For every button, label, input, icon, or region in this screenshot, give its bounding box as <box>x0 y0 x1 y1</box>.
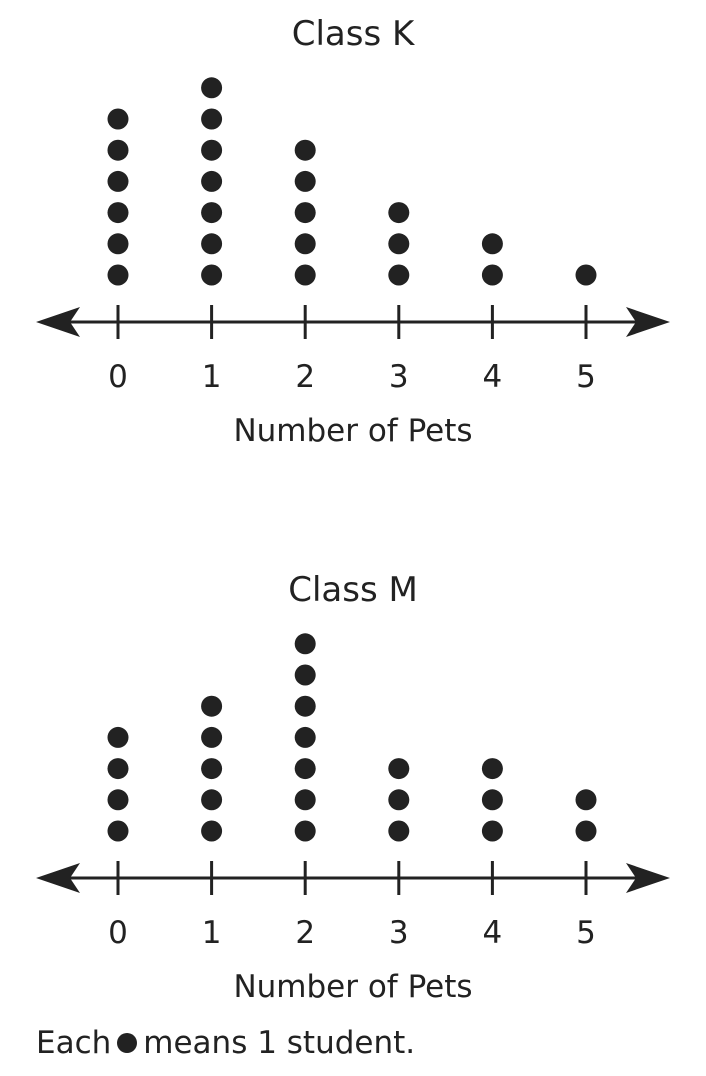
data-dot <box>201 726 223 748</box>
dot-plot-svg: 0 1 2 3 4 5 <box>36 77 670 395</box>
legend-note: Each means 1 student. <box>36 1024 415 1062</box>
data-dot <box>107 820 129 842</box>
data-dot <box>388 758 410 780</box>
tick-label: 0 <box>108 915 128 951</box>
data-dot <box>294 664 316 686</box>
tick-label: 3 <box>389 915 409 951</box>
left-arrow-icon <box>36 307 80 337</box>
data-dot <box>575 820 597 842</box>
data-dot <box>481 820 503 842</box>
data-dot <box>107 233 129 255</box>
data-dot <box>294 726 316 748</box>
tick-label: 5 <box>576 359 596 395</box>
data-dot <box>575 789 597 811</box>
data-dot <box>294 789 316 811</box>
data-dot <box>575 264 597 286</box>
tick-label: 1 <box>202 915 222 951</box>
data-dot <box>294 633 316 655</box>
tick-label: 2 <box>295 359 315 395</box>
data-dot <box>107 264 129 286</box>
data-dot <box>107 202 129 224</box>
tick-label: 3 <box>389 359 409 395</box>
data-dot <box>107 108 129 130</box>
tick-label: 5 <box>576 915 596 951</box>
data-dot <box>388 789 410 811</box>
data-dot <box>388 233 410 255</box>
tick-label: 0 <box>108 359 128 395</box>
data-dot <box>388 264 410 286</box>
data-dot <box>294 695 316 717</box>
data-dot <box>107 726 129 748</box>
x-axis-label: Number of Pets <box>233 413 473 449</box>
data-dot <box>201 77 223 99</box>
data-dot <box>201 139 223 161</box>
right-arrow-icon <box>626 863 670 893</box>
data-dot <box>294 758 316 780</box>
chart-title: Class K <box>291 14 415 54</box>
data-dot <box>201 170 223 192</box>
data-dot <box>201 789 223 811</box>
data-dot <box>107 170 129 192</box>
data-dot <box>107 758 129 780</box>
data-dot <box>201 264 223 286</box>
data-dot <box>294 233 316 255</box>
data-dot <box>481 789 503 811</box>
data-dot <box>294 170 316 192</box>
x-axis-label: Number of Pets <box>233 969 473 1005</box>
data-dot <box>388 820 410 842</box>
data-dot <box>481 264 503 286</box>
tick-label: 1 <box>202 359 222 395</box>
data-dot <box>294 264 316 286</box>
right-arrow-icon <box>626 307 670 337</box>
data-dot <box>201 758 223 780</box>
data-dot <box>294 202 316 224</box>
tick-label: 2 <box>295 915 315 951</box>
data-dot <box>201 202 223 224</box>
legend-suffix: means 1 student. <box>143 1025 416 1061</box>
tick-label: 4 <box>483 915 503 951</box>
data-dot <box>201 108 223 130</box>
data-dot <box>294 820 316 842</box>
data-dot <box>201 820 223 842</box>
data-dot <box>107 789 129 811</box>
data-dot <box>201 695 223 717</box>
tick-label: 4 <box>483 359 503 395</box>
left-arrow-icon <box>36 863 80 893</box>
dot-icon <box>117 1032 138 1053</box>
chart-title: Class M <box>288 570 418 610</box>
legend-prefix: Each <box>36 1025 112 1061</box>
dot-plot-class-m: Class M 0 1 2 3 4 5 Number of Pets <box>0 556 706 1016</box>
dot-plot-svg: 0 1 2 3 4 5 <box>36 633 670 951</box>
data-dot <box>481 758 503 780</box>
data-dot <box>388 202 410 224</box>
data-dot <box>294 139 316 161</box>
dot-plot-class-k: Class K 0 1 2 3 4 5 Number of Pets <box>0 0 706 460</box>
data-dot <box>481 233 503 255</box>
data-dot <box>201 233 223 255</box>
data-dot <box>107 139 129 161</box>
